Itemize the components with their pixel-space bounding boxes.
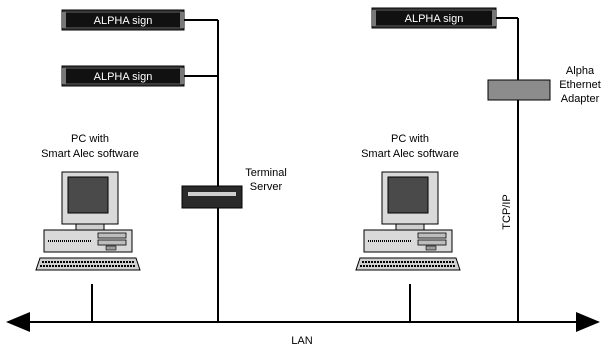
pc-right-computer [355,171,461,271]
alpha-sign-3-label: ALPHA sign [405,13,464,25]
alpha-sign-1-label: ALPHA sign [94,15,153,27]
pc-right-label-1: PC with [391,133,429,145]
terminal-server-label-2: Server [250,181,283,193]
terminal-server-label-1: Terminal [245,167,287,179]
tcp-ip-label: TCP/IP [501,194,513,229]
alpha-sign-1: ALPHA sign [61,9,185,31]
pc-left-computer [35,171,141,271]
pc-left-label-1: PC with [71,133,109,145]
ethernet-adapter [487,79,551,101]
ethernet-adapter-label-1: Alpha [566,65,595,77]
alpha-sign-2-label: ALPHA sign [94,71,153,83]
ethernet-adapter-label-3: Adapter [561,93,600,105]
pc-left-label-2: Smart Alec software [41,148,139,160]
pc-right-label-2: Smart Alec software [361,148,459,160]
alpha-sign-2: ALPHA sign [61,65,185,87]
ethernet-adapter-label-2: Ethernet [559,79,601,91]
terminal-server [181,185,243,209]
alpha-sign-3: ALPHA sign [371,7,497,29]
lan-label: LAN [291,335,312,347]
